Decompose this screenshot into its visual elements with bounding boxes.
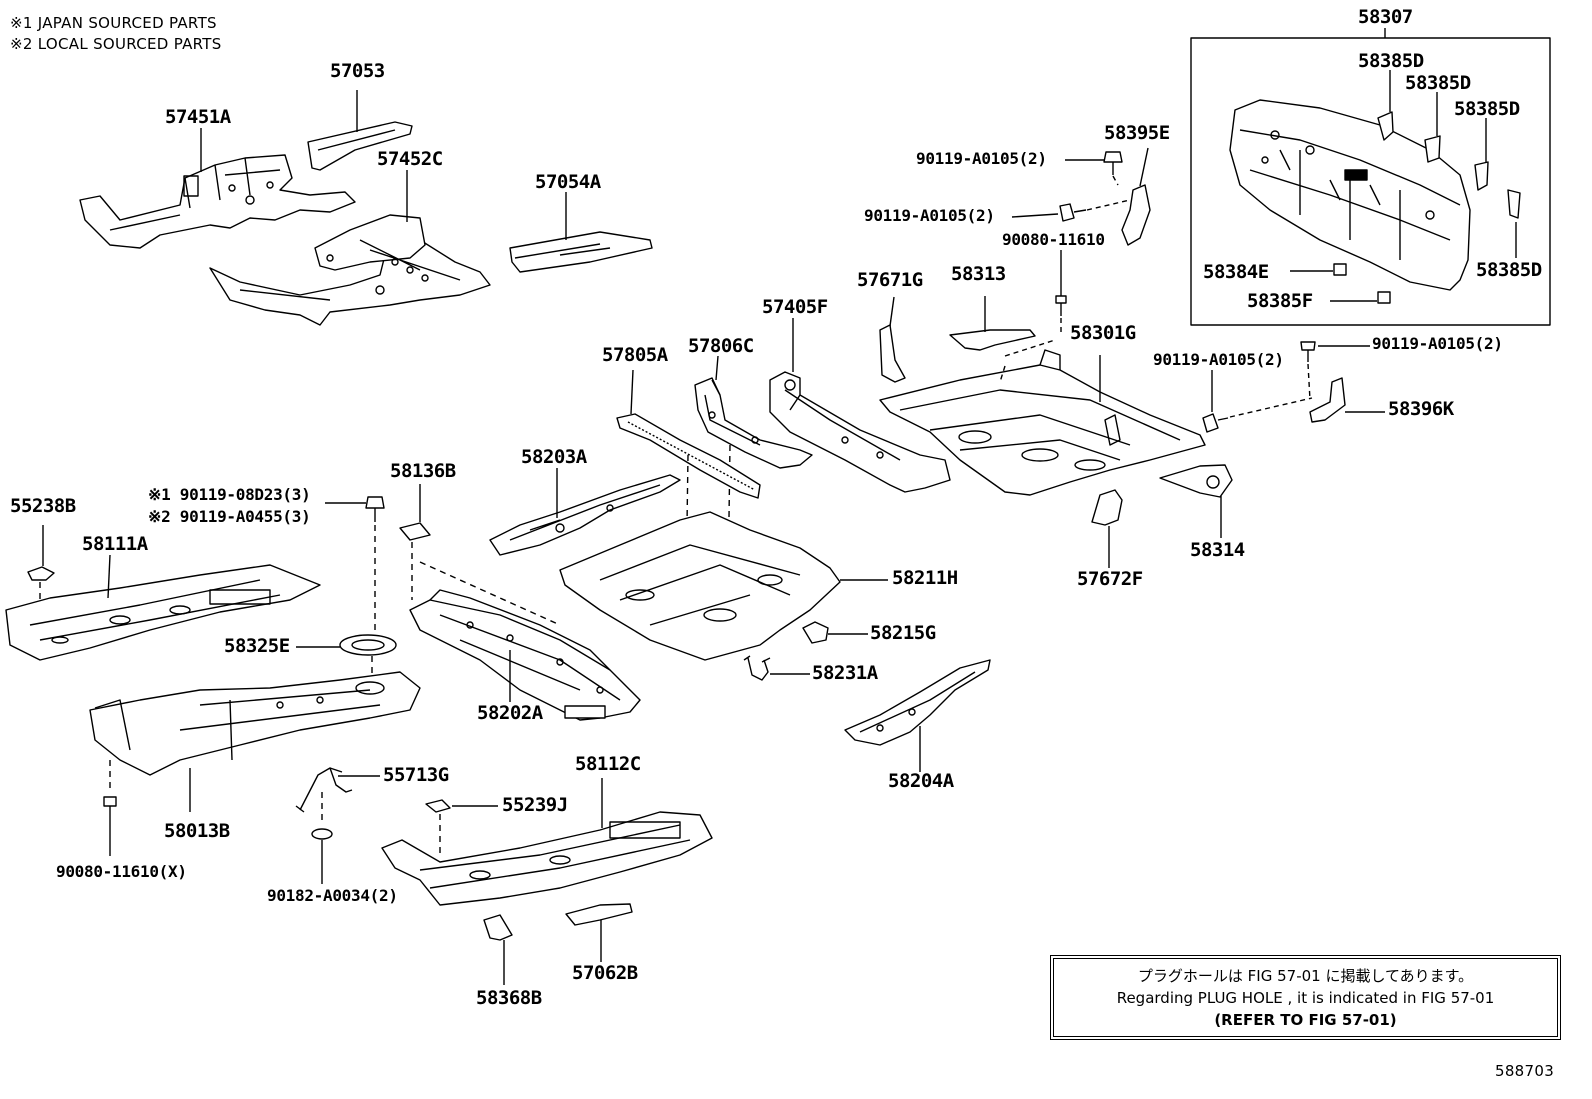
part-58136B-shape [399,484,561,626]
part-58325E-shape [296,634,397,680]
label-90080-11610-X: 90080-11610(X) [56,862,187,881]
label-57405F: 57405F [762,296,828,318]
part-58314-shape [1159,464,1233,538]
part-57053-shape [307,90,413,171]
part-57672F-shape [1091,489,1123,568]
part-55713G-shape [295,767,380,822]
part-58313-shape [949,296,1036,351]
reference-line-english: Regarding PLUG HOLE , it is indicated in… [1116,989,1495,1007]
part-57451A-shape [79,128,356,249]
label-58204A: 58204A [888,770,954,792]
part-57671G-shape [879,296,906,383]
legend-local-sourced: ※2 LOCAL SOURCED PARTS [10,35,222,53]
label-58385D-3: 58385D [1454,98,1520,120]
label-58215G: 58215G [870,622,936,644]
part-58202A-shape [409,589,641,721]
label-90119-08D23: ※1 90119-08D23(3) [148,485,311,504]
label-58396K: 58396K [1388,398,1454,420]
label-58395E: 58395E [1104,122,1170,144]
label-90080-11610: 90080-11610 [1002,230,1105,249]
label-58111A: 58111A [82,533,148,555]
figure-number: 588703 [1495,1062,1555,1080]
label-58112C: 58112C [575,753,641,775]
part-55239J-shape [425,799,498,858]
part-58396K-shape [1202,341,1385,433]
label-58313: 58313 [951,263,1006,285]
part-58368B-shape [483,914,513,985]
label-58368B: 58368B [476,987,542,1009]
legend-japan-sourced: ※1 JAPAN SOURCED PARTS [10,14,217,32]
part-58307-group [1190,28,1551,326]
label-57805A: 57805A [602,344,668,366]
label-58385D-1: 58385D [1358,50,1424,72]
part-58112C-shape [381,778,713,906]
reference-line-refer: (REFER TO FIG 57-01) [1214,1011,1397,1029]
part-58301G-shape [879,339,1206,496]
label-90182-A0034: 90182-A0034(2) [267,886,398,905]
label-90119-A0105-d: 90119-A0105(2) [1372,334,1503,353]
label-58314: 58314 [1190,539,1245,561]
part-58215G-shape [802,621,868,644]
part-58231A-shape [743,655,810,681]
label-57452C: 57452C [377,148,443,170]
part-58203A-shape [489,468,681,556]
label-58231A: 58231A [812,662,878,684]
label-58385D-2: 58385D [1405,72,1471,94]
label-58203A: 58203A [521,446,587,468]
label-58385F: 58385F [1247,290,1313,312]
label-58211H: 58211H [892,567,958,589]
label-55238B: 55238B [10,495,76,517]
part-57805A-shape [616,369,761,596]
reference-note-box: プラグホールは FIG 57-01 に掲載してあります。 Regarding P… [1050,955,1561,1040]
label-57671G: 57671G [857,269,923,291]
part-57062B-shape [565,903,633,962]
label-90119-A0105-b: 90119-A0105(2) [864,206,995,225]
label-57053: 57053 [330,60,385,82]
label-90119-A0105-a: 90119-A0105(2) [916,149,1047,168]
label-55713G: 55713G [383,764,449,786]
reference-line-japanese: プラグホールは FIG 57-01 に掲載してあります。 [1137,967,1474,985]
label-58013B: 58013B [164,820,230,842]
part-55238B-shape [27,525,55,620]
label-57062B: 57062B [572,962,638,984]
label-90119-A0105-c: 90119-A0105(2) [1153,350,1284,369]
part-58211H-shape [559,511,888,661]
label-58301G: 58301G [1070,322,1136,344]
label-58385D-4: 58385D [1476,259,1542,281]
label-58136B: 58136B [390,460,456,482]
label-58202A: 58202A [477,702,543,724]
part-58111A-shape [5,554,321,661]
label-58307: 58307 [1358,6,1413,28]
label-55239J: 55239J [502,794,568,816]
label-90119-A0455: ※2 90119-A0455(3) [148,507,311,526]
part-58013B-shape [89,671,421,812]
bolt-90119-shape [325,496,385,640]
part-57405F-shape [769,318,951,493]
label-57451A: 57451A [165,106,231,128]
label-57806C: 57806C [688,335,754,357]
label-58384E: 58384E [1203,261,1269,283]
part-58395E-shape [1011,147,1151,336]
part-57452C-shape [209,170,491,326]
part-57054A-shape [509,192,653,273]
label-57054A: 57054A [535,171,601,193]
part-90182-shape [311,828,333,884]
label-58325E: 58325E [224,635,290,657]
part-58204A-shape [844,659,991,772]
bolt-90080-shape [103,796,117,856]
label-57672F: 57672F [1077,568,1143,590]
